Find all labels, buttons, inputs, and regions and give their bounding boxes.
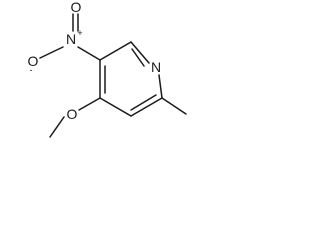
ring-nitrogen-label: N <box>151 59 161 75</box>
bond-c6-methyl <box>161 97 187 115</box>
bond-c6-n1 <box>158 74 163 99</box>
bond-c5-c6-inner <box>130 94 157 111</box>
bond-n1-c2-inner <box>131 48 145 67</box>
bond-nitro-n-o-single <box>39 46 64 59</box>
bond-c5-c6 <box>130 97 163 117</box>
nitro-nitrogen-label: N <box>66 31 76 47</box>
bond-c3-nitro-nitrogen <box>77 46 101 61</box>
bond-methoxy-oxygen-methyl <box>49 116 65 138</box>
bond-c4-c5 <box>99 97 132 117</box>
bond-n1-c2 <box>130 41 150 64</box>
pyridine-ring <box>99 41 163 117</box>
nitro-oxygen-single-label: O <box>28 53 39 69</box>
methoxy-oxygen-label: O <box>67 106 78 122</box>
chemical-structure: N N + O O - O <box>28 0 187 138</box>
bond-c4-methoxy-oxygen <box>78 97 101 111</box>
nitro-oxygen-double-label: O <box>71 0 82 15</box>
bond-c2-c3 <box>99 41 132 61</box>
nitro-oxygen-charge: - <box>30 65 33 75</box>
nitro-nitrogen-charge: + <box>77 28 82 38</box>
